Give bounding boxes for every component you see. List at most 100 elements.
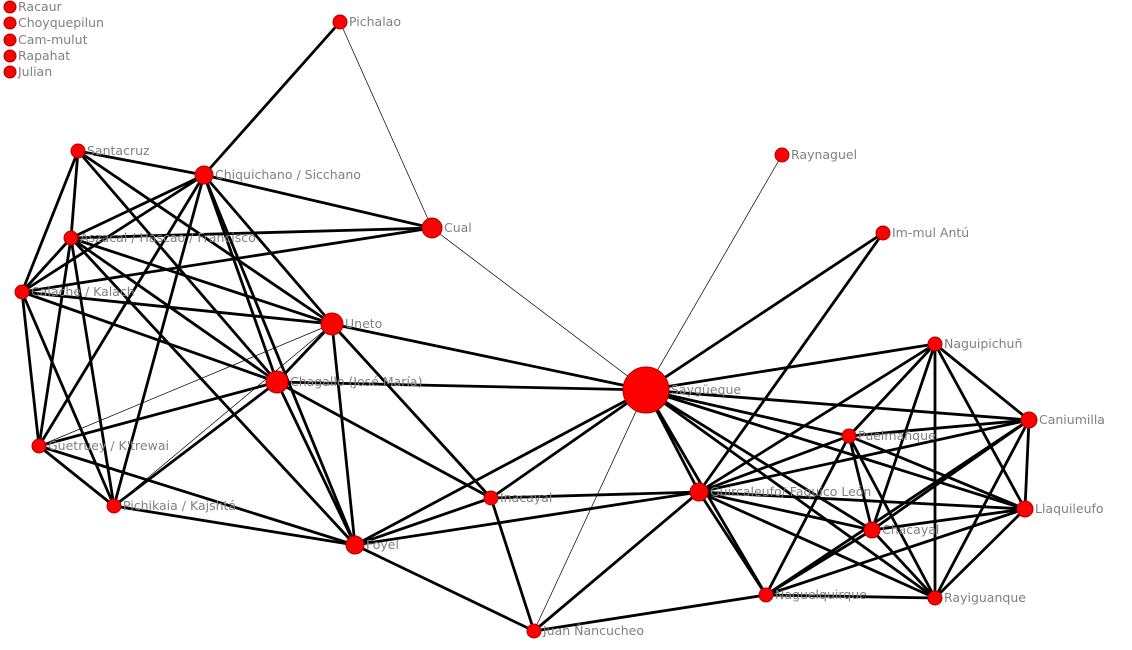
node-circle[interactable] [758, 587, 774, 603]
node-rapahat[interactable]: Rapahat [3, 48, 70, 63]
node-cam-mulut[interactable]: Cam-mulut [3, 32, 88, 47]
node-circle[interactable] [689, 482, 709, 502]
edge-26-19 [490, 490, 700, 500]
node-circle[interactable] [332, 14, 348, 30]
node-circle[interactable] [345, 535, 365, 555]
edge-13-14 [645, 154, 783, 391]
node-racaur[interactable]: Racaur [3, 0, 63, 14]
edge-21-23 [870, 529, 937, 599]
node-naguelquirque[interactable]: Naguelquirque [758, 587, 867, 603]
edge-26-28 [489, 497, 536, 632]
node-calache-kalach[interactable]: Calache / Kalach [14, 284, 135, 300]
edge-7-9 [70, 173, 205, 240]
node-circle[interactable] [875, 225, 891, 241]
node-label: Guircaleufo/ Faquico León [710, 484, 871, 499]
node-uneto[interactable]: Uneto [320, 312, 382, 336]
edge-7-27 [202, 174, 357, 546]
node-label: Im-mul Antú [892, 225, 969, 240]
node-foyel[interactable]: Foyel [345, 535, 399, 555]
edge-27-28 [354, 543, 535, 633]
node-julian[interactable]: Julian [3, 64, 52, 79]
node-cual[interactable]: Cual [421, 217, 472, 239]
node-circle[interactable] [863, 521, 881, 539]
edge-10-12 [21, 290, 278, 384]
node-circle[interactable] [3, 49, 17, 63]
edge-19-22 [697, 491, 768, 596]
node-circle[interactable] [421, 217, 443, 239]
node-circle[interactable] [3, 65, 17, 79]
edge-17-20 [1023, 419, 1031, 510]
edge-9-25 [69, 237, 116, 507]
node-im-mul-ant[interactable]: Im-mul Antú [875, 225, 969, 241]
edge-16-20 [933, 343, 1027, 510]
node-label: Rapahat [18, 48, 70, 63]
edge-24-25 [38, 444, 115, 508]
edge-19-23 [698, 490, 936, 600]
node-naguipichu[interactable]: Naguipichuñ [927, 336, 1022, 352]
node-pichalao[interactable]: Pichalao [332, 14, 401, 30]
node-circle[interactable] [1016, 500, 1034, 518]
node-rayiguanque[interactable]: Rayiguanque [927, 590, 1026, 606]
edge-19-21 [698, 490, 873, 532]
node-label: Aszacal / Hascao / Francisco [80, 230, 256, 245]
node-puelma-que[interactable]: Puelmañque [841, 428, 936, 444]
node-guetruey-k-trewai[interactable]: Guetruey / K'trewai [31, 438, 169, 454]
node-circle[interactable] [3, 0, 17, 14]
node-circle[interactable] [1020, 411, 1038, 429]
node-inacayal[interactable]: Inacayal [483, 490, 552, 506]
node-circle[interactable] [194, 165, 214, 185]
node-llaquileufo[interactable]: Llaquileufo [1016, 500, 1104, 518]
node-circle[interactable] [483, 490, 499, 506]
edge-11-12 [275, 323, 334, 383]
node-circle[interactable] [526, 623, 542, 639]
edge-20-21 [871, 507, 1026, 532]
node-circle[interactable] [70, 143, 86, 159]
edge-7-12 [202, 174, 279, 383]
edge-7-10 [21, 173, 205, 294]
node-sayg-eque[interactable]: Saygüeque [622, 366, 741, 414]
edge-15-19 [697, 232, 885, 493]
node-circle[interactable] [774, 147, 790, 163]
node-circle[interactable] [3, 16, 17, 30]
node-santacruz[interactable]: Santacruz [70, 143, 150, 159]
node-raynaguel[interactable]: Raynaguel [774, 147, 857, 163]
node-circle[interactable] [3, 33, 17, 47]
node-chacayal[interactable]: Chacayal [863, 521, 939, 539]
edge-6-10 [20, 150, 80, 293]
node-label: Julian [17, 64, 52, 79]
edge-17-22 [765, 418, 1030, 597]
edge-7-24 [37, 174, 206, 447]
edge-17-18 [848, 418, 1030, 438]
node-circle[interactable] [63, 230, 79, 246]
node-circle[interactable] [927, 590, 943, 606]
node-label: Caniumilla [1039, 412, 1105, 427]
node-circle[interactable] [31, 438, 47, 454]
node-caniumilla[interactable]: Caniumilla [1020, 411, 1105, 429]
node-choyquepilun[interactable]: Choyquepilun [3, 15, 104, 30]
node-circle[interactable] [106, 498, 122, 514]
node-pichikaia-kajsht[interactable]: Pichikaia / Kajshtá [106, 498, 236, 514]
node-aszacal-hascao-francisco[interactable]: Aszacal / Hascao / Francisco [63, 230, 256, 246]
node-circle[interactable] [14, 284, 30, 300]
node-circle[interactable] [265, 370, 289, 394]
node-guircaleufo-faquico-le-n[interactable]: Guircaleufo/ Faquico León [689, 482, 871, 502]
node-label: Chacayal [882, 522, 939, 537]
node-label: Cual [444, 220, 472, 235]
node-label: Racaur [18, 0, 63, 14]
node-chagallo-jos-mar-a[interactable]: Chagallo (José María) [265, 370, 422, 394]
node-circle[interactable] [622, 366, 670, 414]
node-circle[interactable] [841, 428, 857, 444]
edge-8-9 [70, 226, 433, 240]
node-label: Llaquileufo [1035, 501, 1104, 516]
node-circle[interactable] [320, 312, 344, 336]
edge-28-19 [533, 490, 700, 633]
edge-16-19 [698, 342, 936, 494]
node-chiquichano-sicchano[interactable]: Chiquichano / Sicchano [194, 165, 361, 185]
node-label: Rayiguanque [944, 590, 1026, 605]
node-juan-ancucheo[interactable]: Juan Ñancucheo [526, 623, 644, 639]
node-circle[interactable] [927, 336, 943, 352]
edge-12-27 [275, 381, 357, 546]
edge-27-13 [354, 388, 647, 547]
edge-24-27 [38, 444, 356, 547]
edge-19-20 [698, 490, 1026, 511]
